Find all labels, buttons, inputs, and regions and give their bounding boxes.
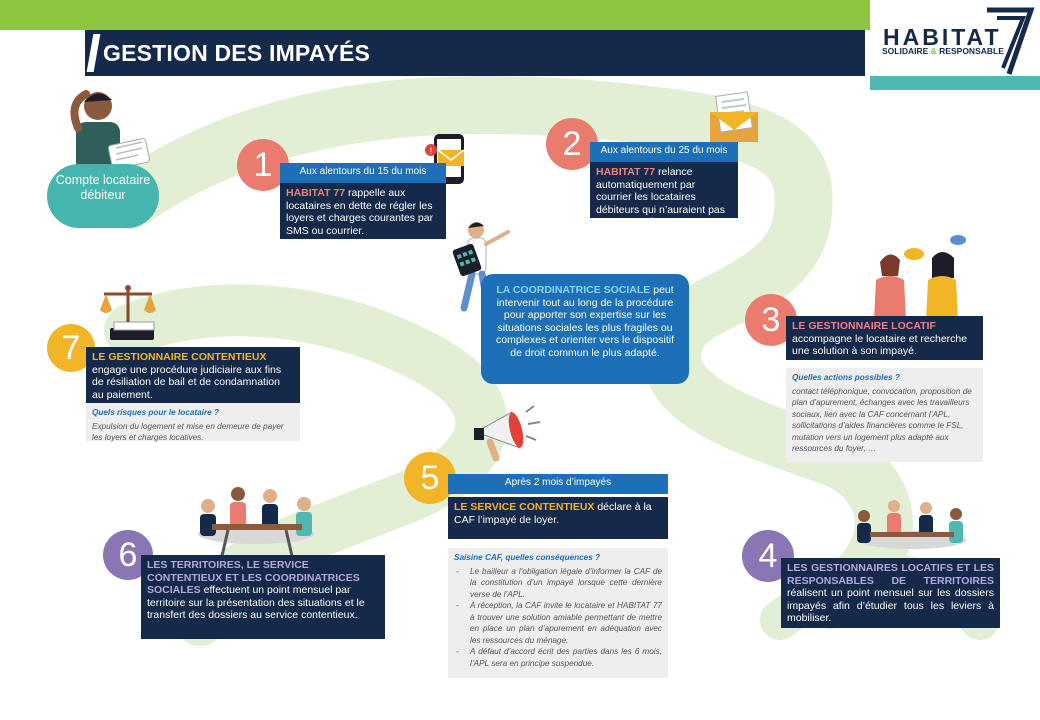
step-6-text: effectuent un point mensuel par territoi… bbox=[147, 584, 365, 621]
step-3-highlight: LE GESTIONNAIRE LOCATIF bbox=[792, 320, 936, 332]
step-1-box: HABITAT 77 rappelle aux locataires en de… bbox=[280, 183, 446, 239]
logo-subtitle: SOLIDAIRE & RESPONSABLE bbox=[882, 46, 1004, 56]
coordinator-highlight: LA COORDINATRICE SOCIALE bbox=[496, 284, 651, 296]
meeting-table-icon bbox=[198, 487, 314, 556]
step-4-highlight: LES GESTIONNAIRES LOCATIFS ET LES RESPON… bbox=[787, 562, 994, 587]
person-thinking-icon bbox=[70, 90, 150, 172]
megaphone-icon bbox=[474, 405, 541, 462]
step-7-details-box: Quels risques pour le locataire ? Expuls… bbox=[86, 403, 300, 443]
step-7-question: Quels risques pour le locataire ? bbox=[92, 408, 219, 417]
step-4-text: réalisent un point mensuel sur les dossi… bbox=[787, 587, 994, 624]
step-5-bullet: A réception, la CAF invite le locataire … bbox=[454, 600, 662, 646]
step-2-box: HABITAT 77 relance automatiquement par c… bbox=[590, 162, 738, 228]
step-2-highlight: HABITAT 77 bbox=[596, 166, 656, 178]
step-7-text: engage une procédure judiciaire aux fins… bbox=[92, 363, 282, 401]
step-1-highlight: HABITAT 77 bbox=[286, 187, 346, 199]
step-1-text: rappelle aux locataires en dette de régl… bbox=[286, 187, 434, 237]
coordinator-text: peut intervenir tout au long de la procé… bbox=[496, 284, 674, 359]
start-debtor-account: Compte locataire débiteur bbox=[47, 164, 159, 228]
step-2-timing: Aux alentours du 25 du mois bbox=[590, 142, 738, 162]
step-5-timing: Après 2 mois d’impayés bbox=[448, 474, 668, 494]
step-7-highlight: LE GESTIONNAIRE CONTENTIEUX bbox=[92, 351, 267, 363]
meeting-table-icon bbox=[857, 500, 966, 549]
step-3-details-box: Quelles actions possibles ? contact télé… bbox=[786, 368, 983, 462]
step-2-number: 2 bbox=[546, 118, 598, 170]
phone-mail-icon: ! bbox=[425, 134, 465, 184]
step-6-highlight: LES TERRITOIRES, LE SERVICE CONTENTIEUX … bbox=[147, 559, 360, 596]
header-green-band bbox=[0, 0, 870, 30]
step-5-box: LE SERVICE CONTENTIEUX déclare à la CAF … bbox=[448, 497, 668, 539]
logo-word: HABITAT bbox=[883, 24, 1002, 50]
envelope-letter-icon bbox=[710, 91, 758, 142]
step-6-number: 6 bbox=[103, 530, 153, 580]
step-7-details: Expulsion du logement et mise en demeure… bbox=[92, 421, 284, 443]
justice-scale-icon bbox=[100, 285, 156, 340]
step-3-details: contact téléphonique, convocation, propo… bbox=[792, 386, 972, 454]
logo-sub-amp: & bbox=[930, 46, 937, 56]
header-teal-band bbox=[870, 76, 1040, 90]
step-7-box: LE GESTIONNAIRE CONTENTIEUX engage une p… bbox=[86, 347, 300, 403]
step-4-box: LES GESTIONNAIRES LOCATIFS ET LES RESPON… bbox=[781, 558, 1000, 628]
step-3-box: LE GESTIONNAIRE LOCATIF accompagne le lo… bbox=[786, 316, 983, 360]
step-3-text: accompagne le locataire et recherche une… bbox=[792, 332, 968, 358]
step-5-question: Saisine CAF, quelles conséquences ? bbox=[454, 553, 601, 562]
step-5-bullet: Le bailleur a l’obligation légale d’info… bbox=[454, 566, 662, 601]
step-5-text: déclare à la CAF l’impayé de loyer. bbox=[454, 501, 652, 526]
step-5-bullet: A défaut d’accord écrit des parties dans… bbox=[454, 646, 662, 669]
two-women-talking-icon bbox=[874, 235, 966, 320]
step-3-question: Quelles actions possibles ? bbox=[792, 373, 900, 382]
title-bar bbox=[85, 30, 865, 76]
step-5-highlight: LE SERVICE CONTENTIEUX bbox=[454, 501, 595, 513]
step-1-timing: Aux alentours du 15 du mois bbox=[280, 163, 446, 183]
habitat77-logo: HABITAT SOLIDAIRE & RESPONSABLE bbox=[875, 4, 1035, 75]
logo-77-icon bbox=[987, 7, 1035, 75]
svg-text:!: ! bbox=[430, 146, 433, 156]
step-5-details-box: Saisine CAF, quelles conséquences ? Le b… bbox=[448, 548, 668, 678]
logo-sub-2: RESPONSABLE bbox=[939, 46, 1004, 56]
page-title: GESTION DES IMPAYÉS bbox=[103, 40, 371, 66]
logo-sub-1: SOLIDAIRE bbox=[882, 46, 929, 56]
step-6-box: LES TERRITOIRES, LE SERVICE CONTENTIEUX … bbox=[141, 555, 385, 639]
step-2-text: relance automatiquement par courrier les… bbox=[596, 166, 726, 228]
step-5-number: 5 bbox=[404, 452, 456, 504]
coordinator-box: LA COORDINATRICE SOCIALE peut intervenir… bbox=[481, 274, 689, 384]
step-5-bullets: Le bailleur a l’obligation légale d’info… bbox=[454, 566, 662, 670]
